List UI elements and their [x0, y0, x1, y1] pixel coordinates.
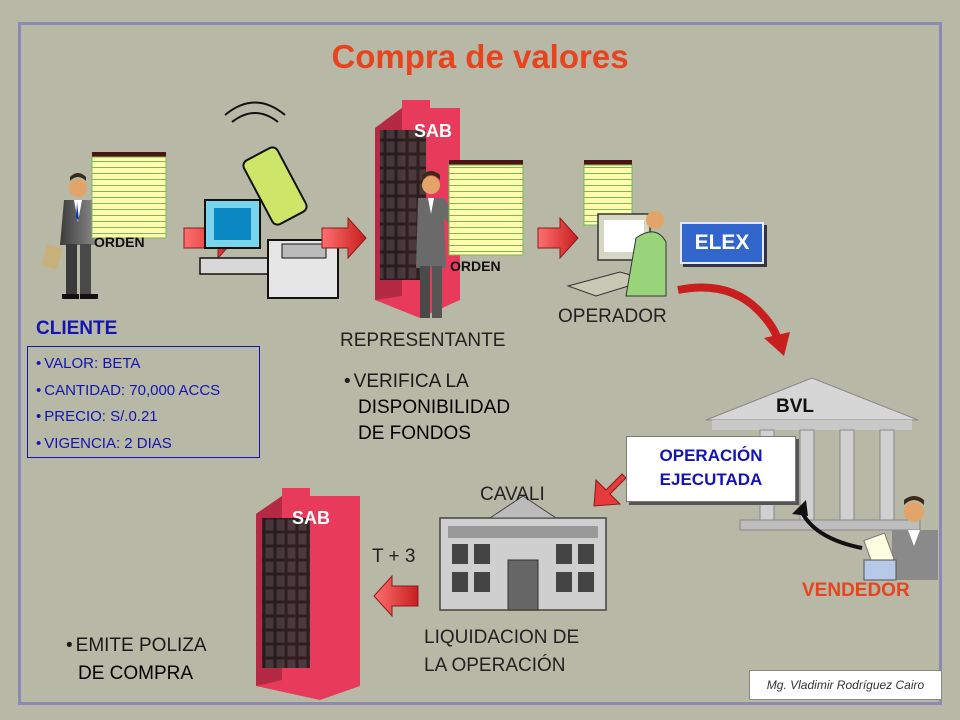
stock-exchange-building-icon	[705, 377, 921, 531]
flow-arrow-3	[537, 216, 579, 260]
order-document-icon	[448, 160, 524, 256]
representante-bullet: VERIFICA LA DISPONIBILIDAD DE FONDOS	[344, 369, 510, 447]
emite-line-1: EMITE POLIZA	[75, 635, 207, 656]
page-title: Compra de valores	[331, 38, 629, 75]
elex-to-bvl-arrow	[677, 283, 790, 356]
flow-arrow-2	[321, 216, 367, 260]
bullet-line-1: VERIFICA LA	[353, 371, 469, 392]
t-plus-label: T + 3	[372, 546, 416, 567]
elex-box: ELEX	[680, 222, 764, 264]
representante-label: REPRESENTANTE	[340, 330, 506, 351]
phone-computer-fax-icon	[199, 101, 339, 299]
operacion-line-1: OPERACIÓN	[659, 446, 763, 465]
seller-icon	[863, 496, 938, 581]
liquidacion-line-2: LA OPERACIÓN	[424, 655, 566, 676]
seller-to-bvl-arrow	[792, 500, 863, 550]
operacion-line-2: EJECUTADA	[659, 470, 763, 489]
cavali-label: CAVALI	[480, 484, 545, 505]
businessman-icon	[41, 173, 98, 299]
detail-cantidad: CANTIDAD: 70,000 ACCS	[36, 378, 259, 405]
bullet-line-3: DE FONDOS	[358, 423, 471, 444]
orden-label-2: ORDEN	[450, 258, 501, 274]
emite-bullet: EMITE POLIZA DE COMPRA	[66, 632, 207, 688]
author-credit: Mg. Vladimir Rodríguez Cairo	[749, 670, 942, 700]
operador-label: OPERADOR	[558, 306, 667, 327]
sab-label-bottom: SAB	[292, 508, 331, 528]
detail-vigencia: VIGENCIA: 2 DIAS	[36, 431, 259, 458]
slide-frame	[18, 22, 942, 705]
bvl-to-cavali-arrow	[593, 473, 627, 507]
detail-precio: PRECIO: S/.0.21	[36, 404, 259, 431]
sab-label-top: SAB	[414, 121, 453, 141]
vendedor-label: VENDEDOR	[802, 580, 910, 601]
operator-computer-icon	[566, 160, 667, 297]
office-building-icon	[256, 488, 360, 700]
operacion-ejecutada-box: OPERACIÓN EJECUTADA	[626, 436, 796, 502]
bvl-label: BVL	[776, 396, 814, 417]
emite-line-2: DE COMPRA	[78, 663, 194, 684]
bullet-line-2: DISPONIBILIDAD	[358, 397, 511, 418]
liquidacion-text: LIQUIDACION DE LA OPERACIÓN	[424, 624, 579, 680]
orden-label-1: ORDEN	[94, 234, 145, 250]
order-document-icon	[91, 152, 167, 239]
detail-valor: VALOR: BETA	[36, 351, 259, 378]
liquidacion-line-1: LIQUIDACION DE	[424, 627, 580, 648]
cavali-building-icon	[439, 495, 607, 611]
cliente-label: CLIENTE	[36, 318, 118, 339]
cavali-to-sab-arrow	[373, 574, 419, 618]
cliente-details-box: VALOR: BETA CANTIDAD: 70,000 ACCS PRECIO…	[27, 346, 260, 458]
